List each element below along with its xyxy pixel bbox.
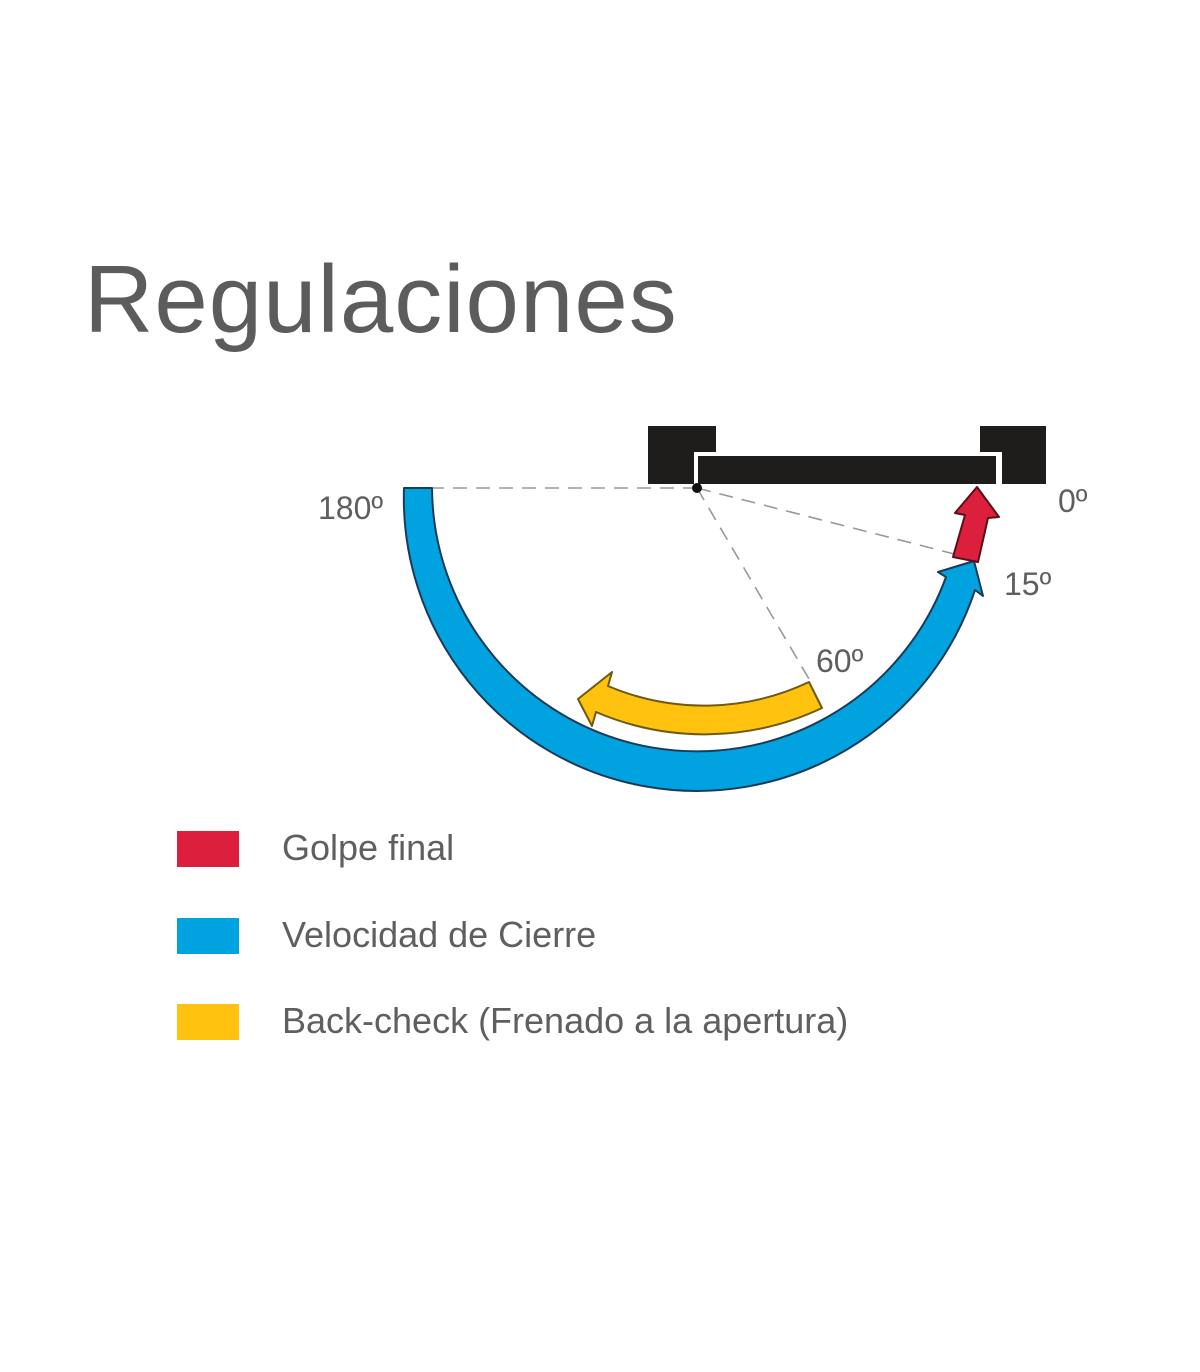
line-60 xyxy=(696,487,813,685)
hinge-pivot xyxy=(692,483,702,493)
angle-reference-lines xyxy=(406,487,967,685)
right-door-jamb xyxy=(980,426,1046,484)
legend-swatch-red xyxy=(177,831,239,867)
legend-label: Golpe final xyxy=(282,827,455,868)
legend-item-back-check: Back-check (Frenado a la apertura) xyxy=(177,1001,937,1041)
back-check-arrow xyxy=(577,671,823,736)
closing-speed-arrow xyxy=(402,487,984,792)
legend-swatch-yellow xyxy=(177,1004,239,1040)
legend-item-velocidad-cierre: Velocidad de Cierre xyxy=(177,915,937,955)
legend-item-golpe-final: Golpe final xyxy=(177,828,937,868)
left-door-jamb xyxy=(648,426,716,484)
angle-label-180: 180º xyxy=(318,490,383,526)
legend-swatch-blue xyxy=(177,918,239,954)
door-leaf xyxy=(698,456,996,484)
angle-label-0: 0º xyxy=(1058,483,1088,519)
latch-speed-arrow xyxy=(952,486,1000,563)
page-title: Regulaciones xyxy=(84,246,678,353)
angle-label-15: 15º xyxy=(1004,566,1052,602)
legend-label: Back-check (Frenado a la apertura) xyxy=(282,1000,849,1041)
legend-label: Velocidad de Cierre xyxy=(282,914,597,955)
angle-label-60: 60º xyxy=(816,643,864,679)
line-15 xyxy=(696,487,967,558)
